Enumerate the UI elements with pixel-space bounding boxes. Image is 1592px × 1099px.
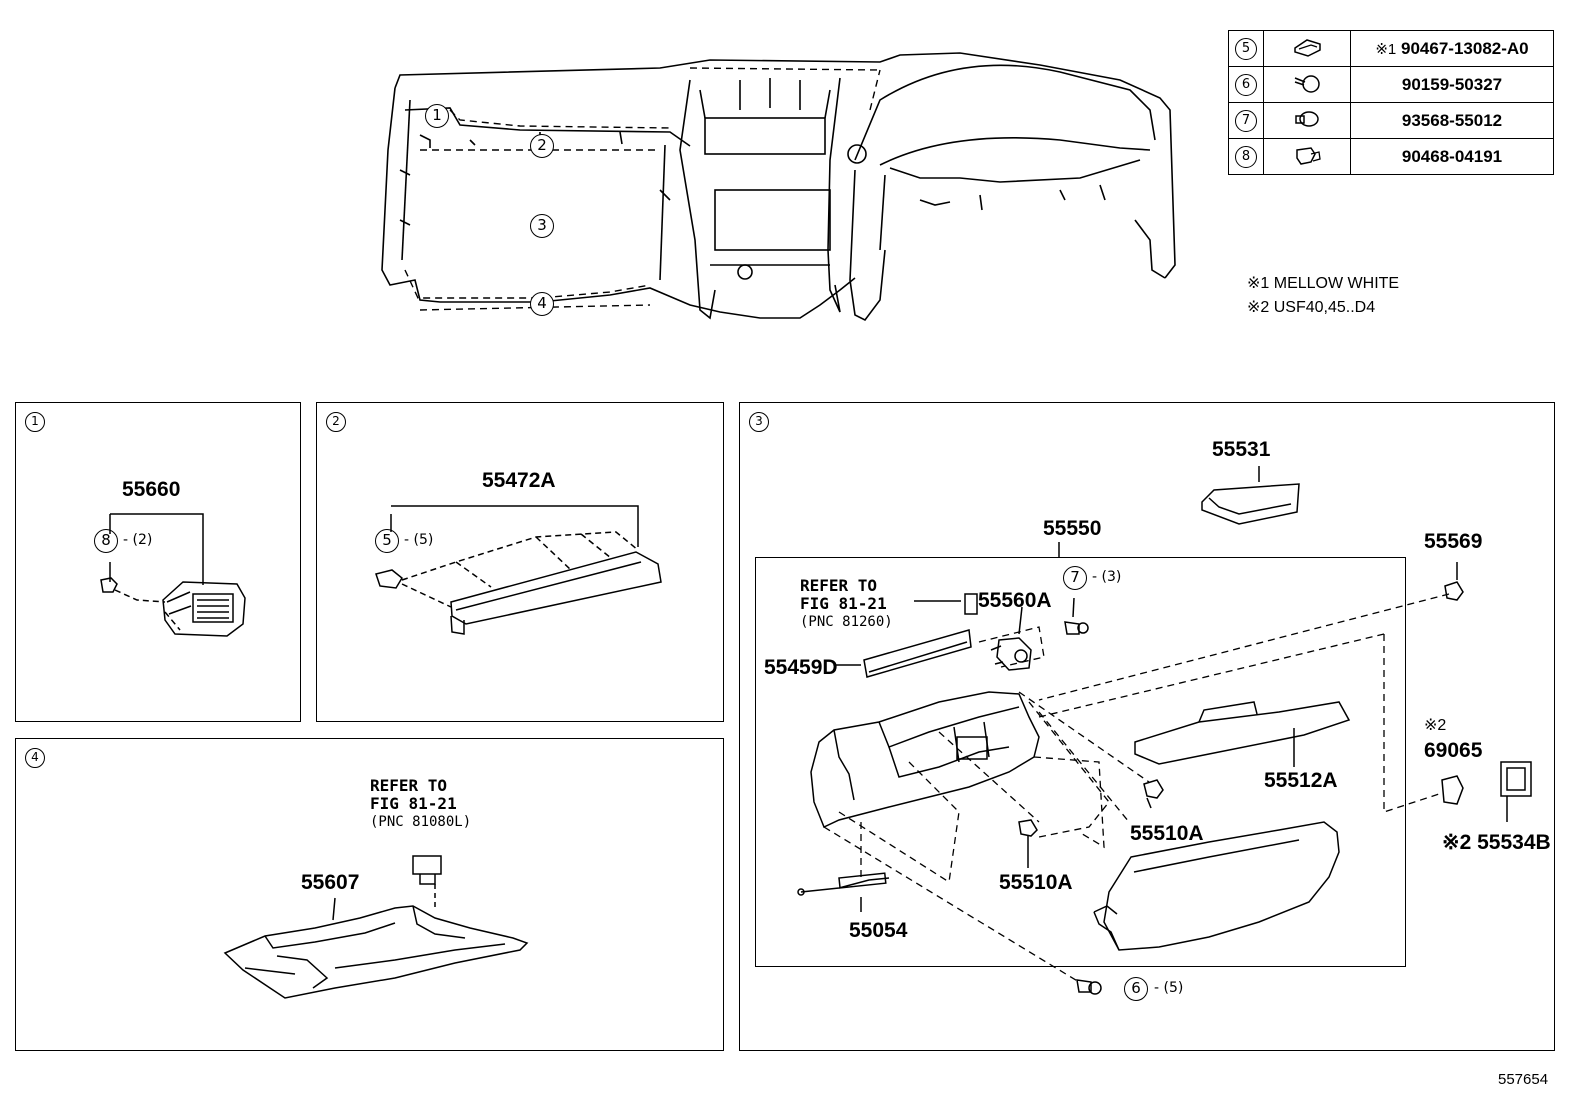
fastener-callout-8[interactable]: 8 xyxy=(94,529,118,553)
panel-1-index: 1 xyxy=(25,412,45,432)
part-label-55534B[interactable]: ※2 55534B xyxy=(1442,831,1551,854)
part-number: 90159-50327 xyxy=(1401,74,1503,94)
panel-2-index: 2 xyxy=(326,412,346,432)
note-model: ※2 USF40,45..D4 xyxy=(1247,299,1376,316)
fastener-row-8[interactable]: 8 90468-04191 xyxy=(1228,138,1554,175)
part-label-55569[interactable]: 55569 xyxy=(1424,530,1483,553)
part-number: 90468-04191 xyxy=(1401,146,1503,166)
part-label-55512A[interactable]: 55512A xyxy=(1264,769,1338,792)
panel-3-index: 3 xyxy=(749,412,769,432)
refer-to-line-1: REFER TO xyxy=(370,776,448,795)
panel-4 xyxy=(15,738,724,1051)
part-label-55560A[interactable]: 55560A xyxy=(978,589,1052,612)
callout-number: 7 xyxy=(1235,110,1257,132)
figure-id: 557654 xyxy=(1498,1071,1549,1088)
refer-to-line-3: (PNC 81080L) xyxy=(370,814,472,830)
panel-1 xyxy=(15,402,301,722)
panel-2 xyxy=(316,402,724,722)
note-mark-2: ※2 xyxy=(1424,717,1447,734)
panel-3 xyxy=(739,402,1555,1051)
part-label-55660[interactable]: 55660 xyxy=(122,478,181,501)
overview-callout-4[interactable]: 4 xyxy=(530,292,554,316)
fastener-row-5[interactable]: 5 ※1 90467-13082-A0 xyxy=(1228,30,1554,67)
nut-clip-icon xyxy=(1296,146,1321,165)
part-label-55607[interactable]: 55607 xyxy=(301,871,360,894)
fastener-callout-7[interactable]: 7 xyxy=(1063,566,1087,590)
fastener-row-6[interactable]: 6 90159-50327 xyxy=(1228,66,1554,103)
part-label-55550[interactable]: 55550 xyxy=(1043,517,1102,540)
fastener-qty-7: - (3) xyxy=(1092,569,1122,585)
panel-4-index: 4 xyxy=(25,748,45,768)
refer-to-line-1: REFER TO xyxy=(800,576,878,595)
part-label-55531[interactable]: 55531 xyxy=(1212,438,1271,461)
overview-callout-2[interactable]: 2 xyxy=(530,134,554,158)
part-label-55472A[interactable]: 55472A xyxy=(482,469,556,492)
fastener-callout-6[interactable]: 6 xyxy=(1124,977,1148,1001)
fastener-row-7[interactable]: 7 93568-55012 xyxy=(1228,102,1554,139)
overview-callout-1[interactable]: 1 xyxy=(425,104,449,128)
part-label-69065[interactable]: 69065 xyxy=(1424,739,1483,762)
panel-4-drawing xyxy=(223,855,529,999)
fastener-qty-6: - (5) xyxy=(1154,980,1184,996)
callout-number: 6 xyxy=(1235,74,1257,96)
part-number: 93568-55012 xyxy=(1401,110,1503,130)
part-label-55510A-upper[interactable]: 55510A xyxy=(1130,822,1204,845)
clip-icon xyxy=(1294,38,1321,57)
overview-callout-3[interactable]: 3 xyxy=(530,214,554,238)
dashboard-overview-drawing xyxy=(381,52,1176,322)
panel-3-drawing xyxy=(797,466,1532,995)
part-label-55459D[interactable]: 55459D xyxy=(764,656,838,679)
screw-icon xyxy=(1294,74,1320,93)
glove-box-subassembly-frame xyxy=(755,557,1406,967)
bolt-icon xyxy=(1295,110,1319,127)
callout-number: 5 xyxy=(1235,38,1257,60)
fastener-qty-8: - (2) xyxy=(123,532,153,548)
note-mellow-white: ※1 MELLOW WHITE xyxy=(1247,275,1400,292)
fastener-callout-5[interactable]: 5 xyxy=(375,529,399,553)
part-label-55054[interactable]: 55054 xyxy=(849,919,908,942)
callout-number: 8 xyxy=(1235,146,1257,168)
part-label-55510A-lower[interactable]: 55510A xyxy=(999,871,1073,894)
refer-to-line-2: FIG 81-21 xyxy=(370,794,457,813)
mark-1: ※1 xyxy=(1375,40,1397,58)
fastener-qty-5: - (5) xyxy=(404,532,434,548)
panel-1-drawing xyxy=(100,513,246,637)
refer-to-line-3: (PNC 81260) xyxy=(800,614,893,630)
refer-to-line-2: FIG 81-21 xyxy=(800,594,887,613)
part-number: 90467-13082-A0 xyxy=(1401,38,1529,58)
fastener-table: 5 ※1 90467-13082-A0 6 90159-50327 7 9356… xyxy=(1228,30,1554,175)
panel-2-drawing xyxy=(375,505,662,635)
